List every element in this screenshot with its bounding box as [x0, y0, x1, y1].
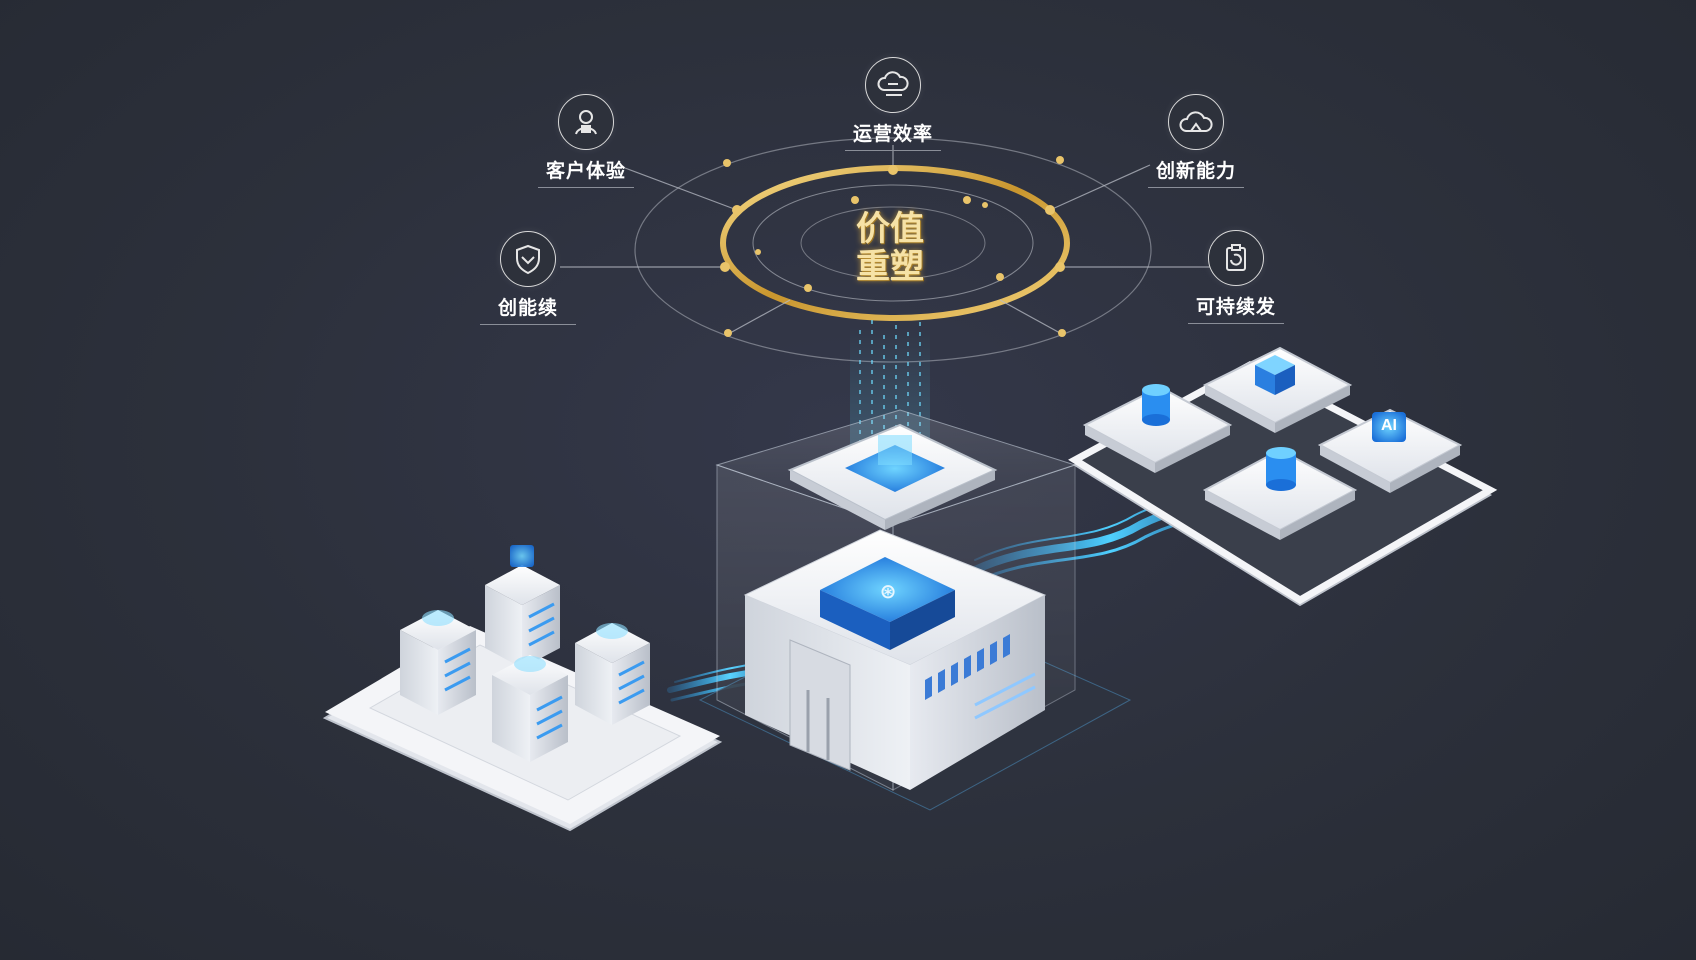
server-rack: [492, 655, 568, 762]
core-chip-glyph: ⊛: [880, 579, 897, 603]
center-title: 价值 重塑: [790, 210, 990, 286]
building-right: [910, 595, 1045, 790]
central-data-center: ⊛: [698, 409, 1132, 811]
center-title-line1: 价值: [856, 209, 924, 249]
orbit-dot: [1045, 205, 1055, 215]
node-ops-label: 运营效率: [845, 119, 941, 151]
orbit-dot: [732, 205, 742, 215]
orbit-dot: [996, 273, 1004, 281]
floating-chip-glow: [878, 435, 912, 465]
floating-chip: [845, 445, 945, 492]
cloud-chat-icon: [865, 57, 921, 113]
left-server-cluster: [322, 545, 723, 832]
database-tile: [1082, 384, 1233, 473]
server-rack: [485, 545, 560, 668]
orbit-dot: [804, 284, 812, 292]
core-orbit: [800, 206, 986, 280]
node-innovation: 创新能力: [1148, 94, 1244, 188]
blue-core-top: [820, 557, 955, 622]
inner-orbit: [752, 184, 1034, 302]
orbit-dot: [888, 165, 898, 175]
user-icon: [558, 94, 614, 150]
right-service-cluster: [1068, 346, 1498, 607]
node-security-label: 创能续: [480, 293, 576, 325]
orbit-dot: [982, 202, 988, 208]
connector-bottom-left: [729, 299, 791, 334]
ai-chip: [1372, 412, 1406, 442]
blue-core-right: [890, 590, 955, 650]
orbit-dot: [963, 196, 971, 204]
node-customer-label: 客户体验: [538, 156, 634, 188]
connector-customer: [624, 167, 738, 211]
orbit-dot: [1056, 156, 1064, 164]
connector-bottom-right: [999, 299, 1061, 334]
orbit-dot: [723, 159, 731, 167]
connector-innovation: [1049, 164, 1151, 211]
building-vents: [925, 634, 1010, 700]
center-title-line2: 重塑: [856, 247, 924, 287]
ai-badge: AI: [1381, 417, 1397, 434]
node-ops: 运营效率: [845, 57, 941, 151]
server-rack: [575, 623, 650, 725]
cloud-icon: [1168, 94, 1224, 150]
orbit-dot: [755, 249, 761, 255]
database-tile: [1202, 447, 1358, 540]
orbit-dot: [720, 262, 730, 272]
ai-tile: [1317, 408, 1463, 493]
blue-core-left: [820, 590, 890, 650]
node-sustainable-label: 可持续发: [1188, 292, 1284, 324]
building-door: [789, 639, 851, 771]
node-security: 创能续: [480, 231, 576, 325]
shield-icon: [500, 231, 556, 287]
orbit-dots: [720, 156, 1066, 337]
orbit-dot: [724, 329, 732, 337]
server-rack: [400, 610, 476, 715]
node-sustainable: 可持续发: [1188, 230, 1284, 324]
floating-tray-side-r: [885, 470, 995, 530]
node-customer: 客户体验: [538, 94, 634, 188]
orbit-dot: [851, 196, 859, 204]
orbit-dot: [1055, 262, 1065, 272]
node-innovation-label: 创新能力: [1148, 156, 1244, 188]
clipboard-refresh-icon: [1208, 230, 1264, 286]
cube-tile: [1202, 346, 1353, 433]
orbit-dot: [1058, 329, 1066, 337]
floating-tray-side: [790, 470, 885, 530]
